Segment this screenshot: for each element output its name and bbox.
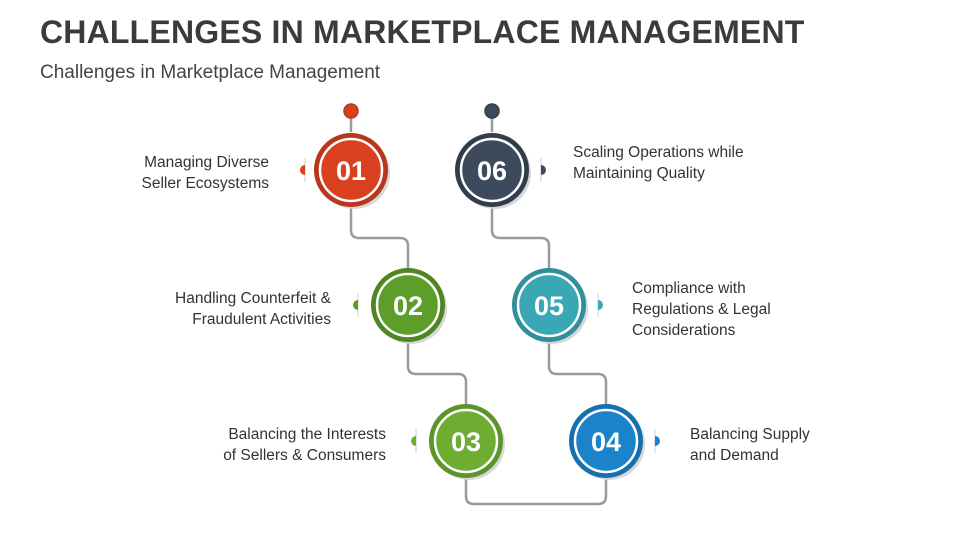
step-label-03: Balancing the Interests of Sellers & Con… [223,426,386,464]
step-05: 05 [512,268,588,344]
step-number: 01 [336,156,366,186]
step-number: 04 [591,427,621,457]
step-01: 01 [314,133,390,209]
marker-05 [597,293,603,317]
top-pin-01 [343,103,359,132]
connector-03-04 [464,478,608,506]
step-label-06: Scaling Operations while Maintaining Qua… [573,144,744,182]
marker-06 [540,158,546,182]
step-number: 02 [393,291,423,321]
marker-03 [411,429,417,453]
step-label-05: Compliance with Regulations & Legal Cons… [632,280,771,339]
marker-01 [300,158,306,182]
step-02: 02 [371,268,447,344]
step-label-01: Managing Diverse Seller Ecosystems [141,154,269,192]
step-label-04: Balancing Supply and Demand [690,426,810,464]
step-number: 06 [477,156,507,186]
step-06: 06 [455,133,531,209]
connector-04-05 [547,342,608,404]
connector-01-02 [349,206,410,268]
connector-02-03 [406,342,468,404]
page-subtitle: Challenges in Marketplace Management [40,62,381,83]
top-pin-06 [484,103,500,132]
step-03: 03 [429,404,505,480]
connector-05-06 [490,206,551,268]
marker-04 [654,429,660,453]
step-04: 04 [569,404,645,480]
marker-02 [353,293,359,317]
connector-path [349,206,608,506]
step-number: 05 [534,291,564,321]
step-number: 03 [451,427,481,457]
page-title: CHALLENGES IN MARKETPLACE MANAGEMENT [40,14,805,50]
step-label-02: Handling Counterfeit & Fraudulent Activi… [175,290,331,328]
